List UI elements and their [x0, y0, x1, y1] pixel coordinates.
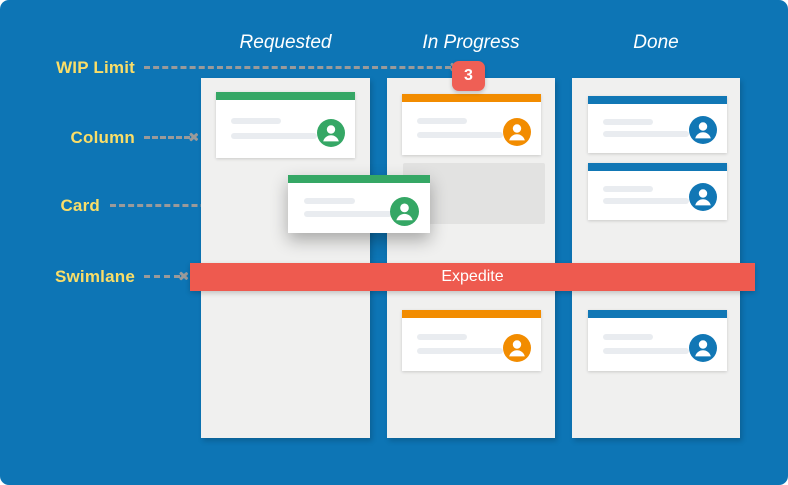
- user-avatar-icon: [689, 334, 717, 362]
- arrow-line: [144, 136, 190, 139]
- card-title-line: [303, 198, 355, 205]
- card-title-line: [231, 118, 282, 125]
- annotation-arrow-swimlane: [144, 270, 189, 282]
- arrow-line: [144, 66, 451, 69]
- card-title-line: [603, 118, 654, 125]
- card-accent-bar: [588, 96, 727, 104]
- annotation-arrow-wip-limit: [144, 61, 460, 73]
- card-subtitle-line: [603, 131, 690, 138]
- user-avatar-icon: [390, 197, 419, 226]
- column-header-done: Done: [633, 32, 679, 53]
- column-header-in-progress: In Progress: [422, 32, 520, 53]
- expedite-swimlane[interactable]: Expedite: [190, 263, 755, 291]
- card-subtitle-line: [603, 198, 690, 205]
- card-in-progress-2[interactable]: [402, 310, 541, 371]
- card-done-3[interactable]: [588, 310, 727, 371]
- arrow-line: [144, 275, 180, 278]
- annotation-label-column: Column: [70, 128, 135, 147]
- arrow-line: [110, 204, 279, 207]
- card-title-line: [603, 185, 654, 192]
- card-title-line: [417, 334, 468, 341]
- user-avatar-icon: [317, 119, 345, 147]
- user-avatar-icon: [503, 334, 531, 362]
- card-accent-bar: [288, 175, 430, 183]
- card-requested-1[interactable]: [216, 92, 355, 158]
- user-avatar-icon: [689, 116, 717, 144]
- card-accent-bar: [216, 92, 355, 100]
- user-avatar-icon: [503, 118, 531, 146]
- annotation-arrow-card: [110, 199, 288, 211]
- dragged-card[interactable]: [288, 175, 430, 233]
- card-accent-bar: [402, 94, 541, 102]
- card-title-line: [603, 334, 654, 341]
- card-subtitle-line: [603, 347, 690, 354]
- card-in-progress-1[interactable]: [402, 94, 541, 155]
- card-title-line: [417, 118, 468, 125]
- arrow-head: [180, 270, 189, 282]
- card-done-1[interactable]: [588, 96, 727, 153]
- annotation-label-wip-limit: WIP Limit: [56, 58, 135, 77]
- card-subtitle-line: [231, 132, 318, 139]
- card-accent-bar: [402, 310, 541, 318]
- card-subtitle-line: [303, 210, 392, 217]
- annotation-arrow-column: [144, 131, 199, 143]
- column-header-requested: Requested: [239, 32, 332, 53]
- card-subtitle-line: [417, 347, 504, 354]
- arrow-head: [190, 131, 199, 143]
- card-done-2[interactable]: [588, 163, 727, 220]
- annotation-label-card: Card: [60, 196, 100, 215]
- user-avatar-icon: [689, 183, 717, 211]
- wip-limit-badge[interactable]: 3: [452, 61, 485, 91]
- card-accent-bar: [588, 310, 727, 318]
- card-accent-bar: [588, 163, 727, 171]
- annotation-label-swimlane: Swimlane: [54, 267, 135, 286]
- card-subtitle-line: [417, 131, 504, 138]
